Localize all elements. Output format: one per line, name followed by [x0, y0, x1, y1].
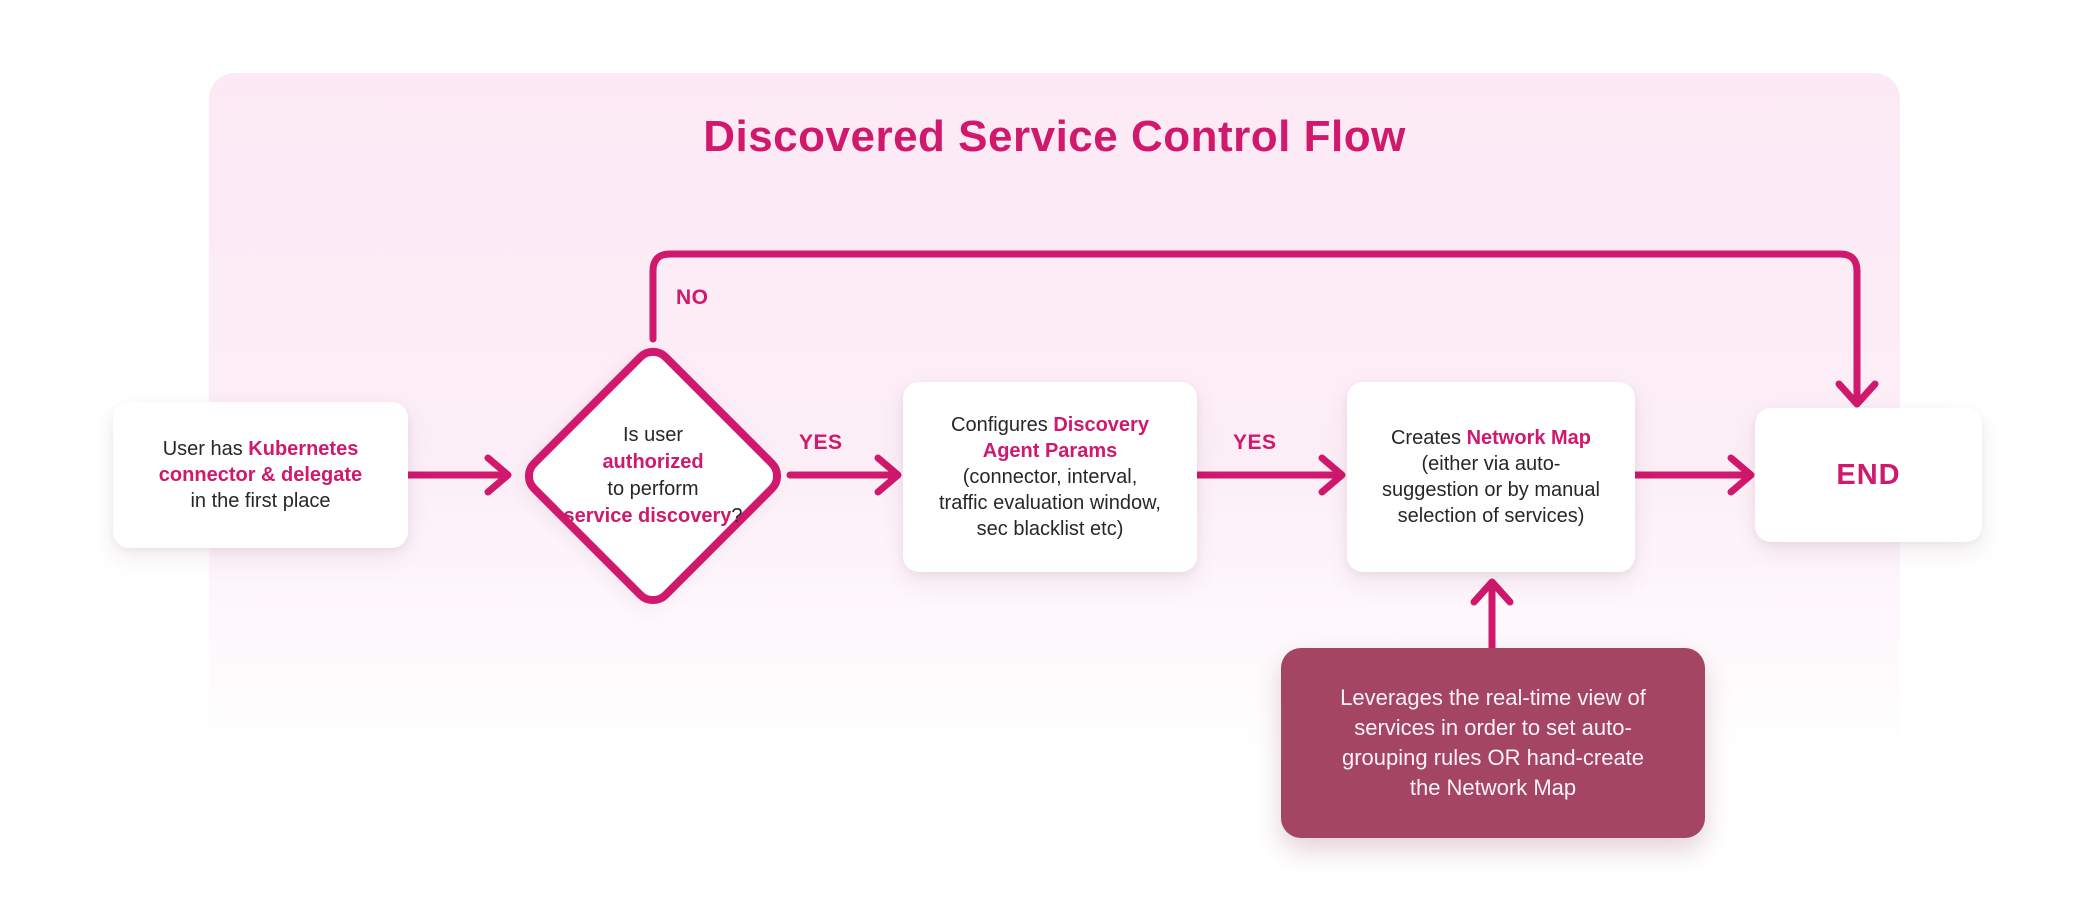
- arrow-note-to-network-map: [1470, 578, 1514, 652]
- no-loop-line: [649, 250, 1879, 408]
- arrow-decision-to-configure: [786, 454, 902, 496]
- end-label: END: [1836, 459, 1901, 491]
- node-create-network-map: Creates Network Map(either via auto-sugg…: [1347, 382, 1635, 572]
- edge-label-yes-2: YES: [1233, 431, 1277, 454]
- arrow-start-to-decision: [404, 454, 512, 496]
- edge-label-no: NO: [676, 286, 709, 309]
- edge-label-yes-1: YES: [799, 431, 843, 454]
- arrow-network-map-to-end: [1631, 454, 1755, 496]
- node-end: END: [1755, 408, 1982, 542]
- diagram-title: Discovered Service Control Flow: [703, 112, 1406, 161]
- arrow-configure-to-network-map: [1193, 454, 1346, 496]
